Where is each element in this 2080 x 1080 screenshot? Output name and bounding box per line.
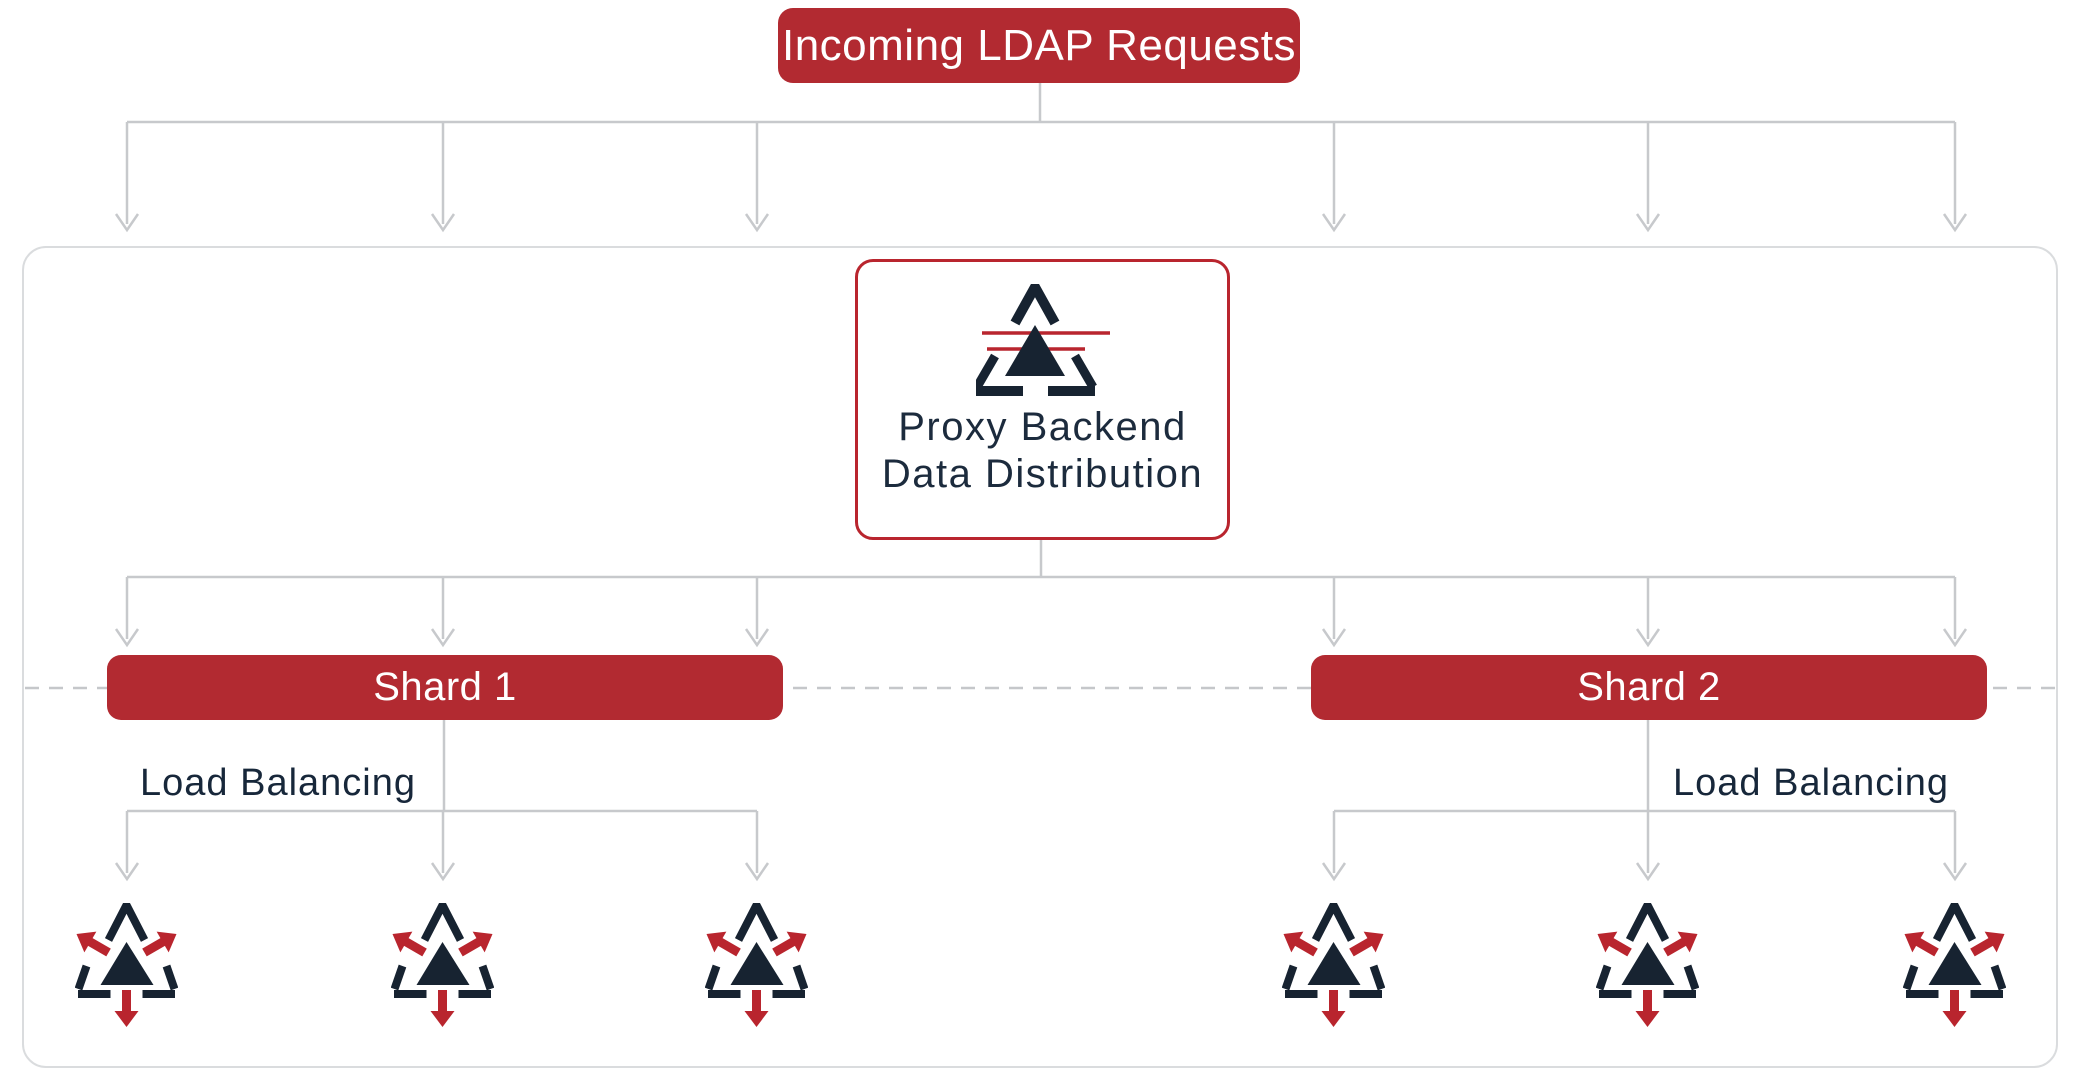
- directory-server-icon: [1282, 903, 1385, 1027]
- shard-1-label: Shard 1: [373, 665, 517, 709]
- directory-server-icon: [1903, 903, 2006, 1027]
- directory-server-icon: [705, 903, 808, 1027]
- directory-server-icon: [75, 903, 178, 1027]
- proxy-backend-title: Proxy Backend: [898, 405, 1187, 449]
- proxy-backend-container: [22, 246, 2058, 1068]
- load-balancing-label-shard-1: Load Balancing: [140, 762, 416, 804]
- shard-2-label: Shard 2: [1577, 665, 1721, 709]
- directory-server-icon: [391, 903, 494, 1027]
- incoming-ldap-requests-label: Incoming LDAP Requests: [781, 20, 1296, 70]
- proxy-backend-subtitle: Data Distribution: [881, 452, 1204, 496]
- shard-1-box: Shard 1: [107, 655, 783, 720]
- directory-server-icon: [1596, 903, 1699, 1027]
- shard-2-box: Shard 2: [1311, 655, 1987, 720]
- load-balancing-label-shard-2: Load Balancing: [1673, 762, 1949, 804]
- pingdata-proxy-logo-icon: [976, 284, 1110, 396]
- proxy-backend-box: Proxy Backend Data Distribution: [855, 259, 1230, 540]
- incoming-ldap-requests-box: Incoming LDAP Requests: [778, 8, 1300, 83]
